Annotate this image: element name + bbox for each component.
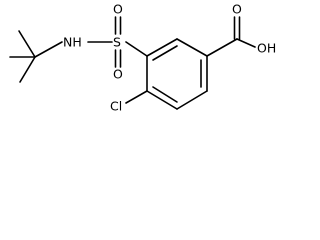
ring-inner-double-1: [152, 45, 178, 61]
ring-bond-1: [146, 38, 178, 57]
bond-c-to-oh: [236, 38, 256, 48]
tert-butyl-group: [9, 30, 63, 83]
carboxylic-acid-group: [206, 16, 256, 57]
bond-ring-to-cl: [125, 90, 148, 104]
atom-label-o-top: O: [113, 2, 123, 17]
bond-tbu-to-n: [34, 41, 63, 58]
atom-label-carbonyl-o: O: [232, 2, 242, 17]
bond-ring-to-carboxyl: [206, 38, 238, 57]
atom-label-cl: Cl: [110, 99, 122, 114]
ring-bond-5: [146, 90, 178, 110]
bond-s-to-ring: [125, 41, 148, 57]
atom-label-oh: OH: [257, 41, 276, 56]
ring-bond-2: [176, 38, 208, 57]
atom-label-o-bottom: O: [113, 67, 123, 82]
ring-inner-double-3: [152, 86, 178, 103]
benzene-ring: [146, 38, 208, 110]
structural-formula: NH S O O O OH Cl: [9, 2, 276, 114]
atom-label-s: S: [113, 35, 121, 50]
ring-bond-4: [176, 90, 208, 110]
bond-tbu-methyl-down: [19, 56, 36, 83]
bond-tbu-methyl-up: [18, 30, 36, 58]
sulfonyl-double-bonds: [114, 16, 122, 68]
atom-label-nh: NH: [63, 35, 82, 50]
